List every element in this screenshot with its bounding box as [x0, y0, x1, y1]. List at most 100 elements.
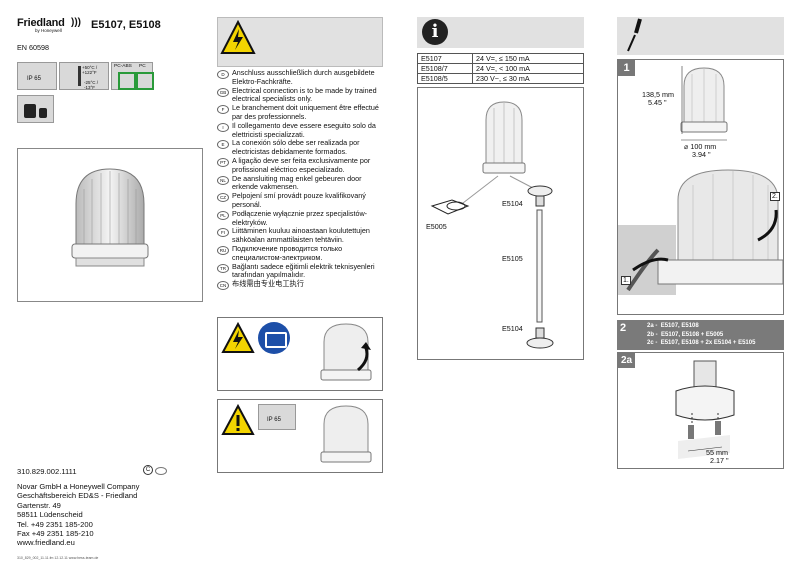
lang-code: D	[217, 70, 229, 79]
step1-panel: 1 138,5 mm 5.45 " ⌀ 100 mm 3.94 " 1. 2.	[617, 59, 784, 315]
value-cell: 24 V=, < 100 mA	[472, 63, 584, 74]
safety-text: Подключение проводится только специалист…	[232, 243, 343, 262]
ip-rating-icon-small: IP 65	[258, 404, 296, 430]
safety-text: Pelpojení smí provádt pouze kvalifikovan…	[232, 191, 366, 209]
warning-panel-frame	[217, 17, 383, 67]
step2a-panel: 2a 55 mm 2.17 "	[617, 352, 784, 469]
material-icon: PC-ABS PC	[111, 62, 154, 90]
model-cell: E5107	[417, 53, 473, 64]
option-key: 2b -	[647, 331, 658, 338]
lang-code: NL	[217, 175, 229, 185]
website-link[interactable]: www.friedland.eu	[17, 538, 75, 548]
e5104-top-label: E5104	[502, 199, 523, 208]
height-mm-label: 138,5 mm	[642, 90, 674, 99]
arrow-label-1: 1.	[621, 276, 631, 285]
beacon-image-small	[320, 405, 372, 463]
diameter-mm-label: ⌀ 100 mm	[684, 142, 717, 151]
weight-icon	[17, 95, 54, 123]
safety-text: La conexión sólo debe ser realizada por …	[232, 138, 360, 157]
address-line: Tel. +49 2351 185-200	[17, 519, 93, 529]
distance-in-label: 2.17 "	[710, 456, 729, 465]
lang-code: E	[217, 140, 229, 150]
lang-code: TR	[217, 263, 229, 273]
disconnect-panel	[217, 317, 383, 391]
safety-text: Electrical connection is to be made by t…	[232, 85, 377, 104]
safety-text: 布线需由专业电工执行	[232, 279, 304, 289]
e5104-bottom-label: E5104	[502, 324, 523, 333]
step1-diagram	[618, 66, 783, 295]
temp-low-label: -25°C / -13°F	[84, 80, 99, 90]
option-row: 2b - E5107, E5108 + E5005	[647, 331, 755, 340]
lang-code: F	[217, 105, 229, 115]
step2-number: 2	[620, 322, 627, 334]
option-row: 2c - E5107, E5108 + 2x E5104 + E5105	[647, 339, 755, 348]
standard-label: EN 60598	[17, 43, 49, 52]
model-cell: E5108/7	[417, 63, 473, 74]
step2-options: 2a - E5107, E5108 2b - E5107, E5108 + E5…	[647, 322, 755, 348]
lang-code: CN	[217, 281, 229, 291]
option-text: E5107, E5108 + 2x E5104 + E5105	[660, 340, 756, 347]
wave-icon: )))	[71, 17, 81, 28]
step2a-number: 2a	[618, 353, 635, 368]
tools-header-bar	[617, 17, 784, 55]
safety-text: De aansluiting mag enkel gebeuren door e…	[232, 173, 362, 192]
e5105-label: E5105	[502, 254, 523, 263]
accessories-diagram	[430, 101, 554, 349]
safety-text: Il collegamento deve essere eseguito sol…	[232, 120, 376, 139]
material2-label: PC	[139, 64, 146, 69]
arrow-label-2: 2.	[770, 192, 780, 201]
accessories-panel: E5005 E5104 E5105 E5104	[417, 87, 584, 360]
value-cell: 24 V=, ≤ 150 mA	[472, 53, 584, 64]
safety-text: Le branchement doit uniquement être effe…	[232, 103, 379, 121]
general-warning-icon	[221, 403, 255, 441]
product-beacon-image	[71, 168, 149, 267]
lang-code: GB	[217, 87, 229, 97]
fine-print: 310_829_002_11.11.fm 12.12.11 www.hess-t…	[17, 556, 99, 560]
address-line: 58511 Lüdenscheid	[17, 510, 83, 520]
address-line: Gartenstr. 49	[17, 500, 61, 510]
option-text: E5107, E5108 + E5005	[661, 331, 724, 338]
lang-code: CZ	[217, 193, 229, 203]
safety-text: A ligação deve ser feita exclusivamente …	[232, 155, 371, 174]
step2a-diagram	[675, 360, 735, 459]
copyright-icon: C	[143, 465, 153, 475]
lang-code: PT	[217, 157, 229, 167]
distance-mm-label: 55 mm	[706, 448, 728, 457]
diameter-in-label: 3.94 "	[692, 150, 711, 159]
ip-small-label: IP 65	[267, 417, 281, 423]
material-label: PC-ABS	[114, 64, 132, 69]
lang-code: RU	[217, 245, 229, 255]
brand-name: Friedland	[17, 17, 65, 29]
thermometer-icon	[78, 66, 81, 86]
safety-text: Podłączenie wyłącznie przez specjalistów…	[232, 208, 368, 227]
screwdriver-icon	[620, 17, 644, 60]
option-key: 2c -	[647, 340, 658, 347]
step1-number: 1	[618, 60, 635, 76]
value-cell: 230 V~, ≤ 30 mA	[472, 73, 584, 84]
safety-text: Bağlantı sadece eğitimli elektrik teknis…	[232, 261, 375, 280]
ip-rating-label: IP 65	[27, 76, 41, 82]
lang-code: FI	[217, 228, 229, 238]
beacon-rotate-image	[320, 323, 372, 381]
language-icon	[155, 467, 167, 475]
recycle-icon-2	[136, 72, 154, 90]
option-row: 2a - E5107, E5108	[647, 322, 755, 331]
height-in-label: 5.45 "	[648, 98, 667, 107]
doc-number: 310.829.002.1111	[17, 467, 77, 476]
